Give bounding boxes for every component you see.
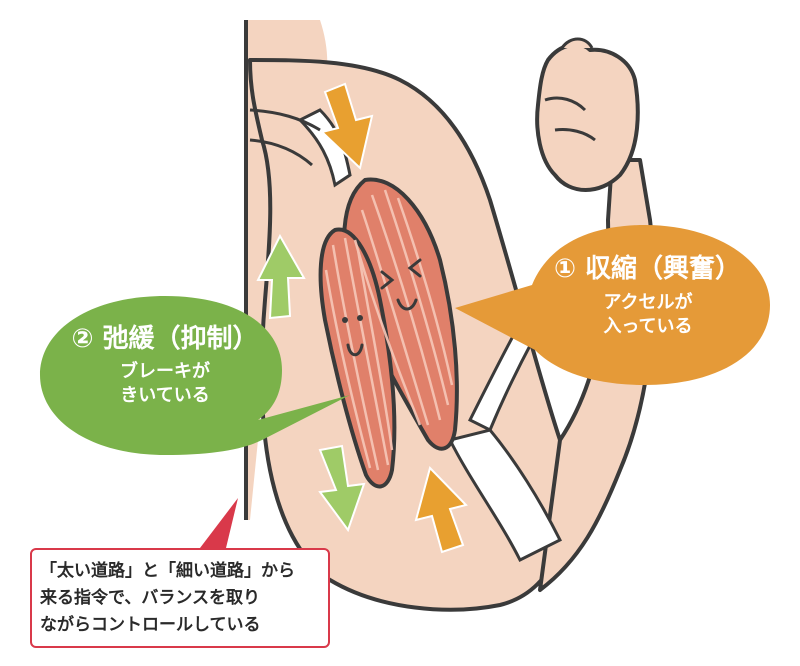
relaxation-description-line: ブレーキが <box>120 361 210 382</box>
shoulder-tendon <box>297 108 352 188</box>
contraction-title: ① 収縮（興奮） <box>553 254 742 284</box>
contraction-description: アクセルが 入っている <box>548 291 748 339</box>
contraction-bubble <box>455 225 770 385</box>
torso-tendon-lines <box>249 108 321 167</box>
control-callout-box: 「太い道路」と「細い道路」から 来る指令で、バランスを取り ながらコントロールし… <box>30 548 330 648</box>
contraction-description-line: 入っている <box>603 316 693 337</box>
down-arrow-top <box>319 82 374 170</box>
up-arrow-green <box>256 233 306 320</box>
up-arrow-bottom <box>414 466 468 554</box>
elbow-bone <box>447 428 563 563</box>
down-arrow-green <box>318 444 366 533</box>
callout-pointer <box>200 498 238 548</box>
callout-line: ながらコントロールしている <box>40 615 261 635</box>
relaxation-title: ② 弛緩（抑制） <box>71 324 259 354</box>
muscle-fibers <box>324 189 454 471</box>
fist-finger-line <box>554 128 596 142</box>
biceps-face <box>380 258 422 311</box>
relaxation-description-line: きいている <box>120 385 210 406</box>
fist <box>535 42 640 192</box>
fist-thumb-line <box>544 96 587 112</box>
callout-line: 来る指令で、バランスを取り <box>40 588 260 608</box>
triceps-muscle <box>318 227 397 489</box>
triceps-face <box>342 315 364 357</box>
callout-line: 「太い道路」と「細い道路」から <box>40 561 295 581</box>
fist-knuckle-top <box>560 37 594 49</box>
contraction-description-line: アクセルが <box>603 292 693 313</box>
relaxation-description: ブレーキが きいている <box>70 360 260 408</box>
relaxation-bubble <box>40 296 350 455</box>
